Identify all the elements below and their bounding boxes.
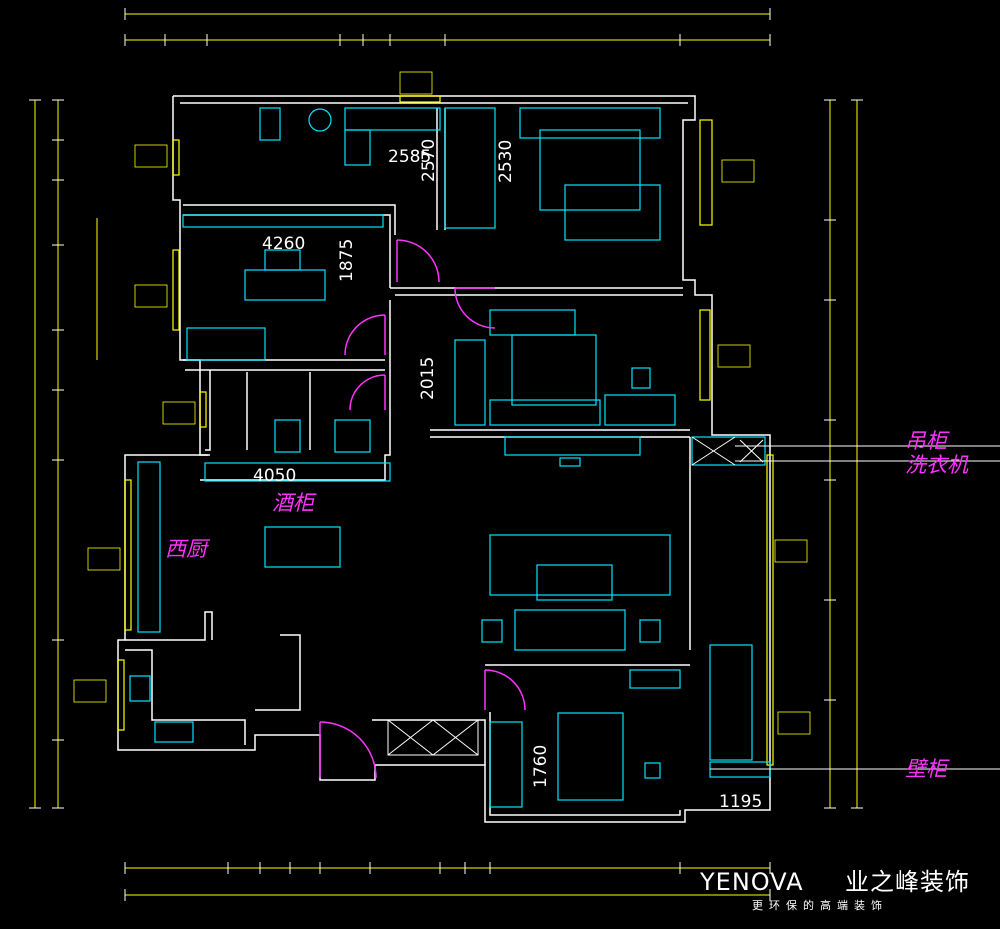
furniture <box>129 107 771 808</box>
cabinet-crosses <box>387 436 764 756</box>
logo-latin: YENOVA <box>699 868 804 896</box>
room-labels: 酒柜 西厨 吊柜 洗衣机 壁柜 <box>165 429 969 781</box>
label-wall-cabinet: 壁柜 <box>905 757 950 781</box>
window-tags <box>73 71 811 735</box>
dimension-2585: 2585 <box>388 147 431 167</box>
dimension-chains <box>29 8 863 901</box>
label-wine-cabinet: 酒柜 <box>272 491 317 515</box>
logo-slogan: 更环保的高端装饰 <box>752 898 888 912</box>
callout-leaders <box>710 445 1000 770</box>
walls <box>117 95 771 823</box>
doors <box>319 239 526 779</box>
label-washing-machine: 洗衣机 <box>905 453 969 477</box>
logo-cn: 业之峰装饰 <box>845 868 970 896</box>
dimension-2570: 2570 <box>419 139 439 182</box>
dimension-1760: 1760 <box>531 745 551 788</box>
dimension-1195: 1195 <box>719 792 762 812</box>
dimension-2015: 2015 <box>418 357 438 400</box>
dimension-4260: 4260 <box>262 234 305 254</box>
dimension-4050: 4050 <box>253 466 296 486</box>
dimension-1875: 1875 <box>337 239 357 282</box>
label-hanging-cabinet: 吊柜 <box>905 429 950 453</box>
brand-logo: YENOVA 业之峰装饰 更环保的高端装饰 <box>699 868 970 912</box>
room-dimensions: 2585 2570 2530 4260 1875 2015 4050 1760 … <box>253 139 762 812</box>
dimension-2530: 2530 <box>496 140 516 183</box>
label-western-kitchen: 西厨 <box>165 537 211 561</box>
